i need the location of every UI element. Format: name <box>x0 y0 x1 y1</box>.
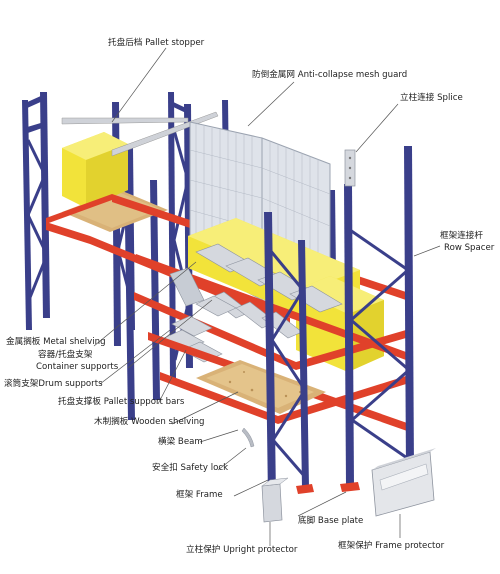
label-base-plate: 底脚 Base plate <box>298 514 363 526</box>
container-supports <box>169 243 343 313</box>
label-container-supports-cn: 容器/托盘支架 <box>38 348 93 360</box>
label-metal-shelving: 金属搁板 Metal shelving <box>6 335 106 347</box>
front-right-frame <box>264 212 309 498</box>
label-drum-supports: 滚筒支架Drum supports <box>4 377 103 389</box>
label-wooden-shelving: 木制搁板 Wooden shelving <box>94 415 205 427</box>
safety-lock-pin <box>241 427 255 448</box>
back-left-frame <box>22 92 50 330</box>
upright-protector-part <box>261 477 289 523</box>
frame-protector-part <box>371 448 436 517</box>
leader-lines <box>93 47 441 546</box>
callout-labels: 托盘后档 Pallet stopper 防倒金属网 Anti-collapse … <box>4 36 495 555</box>
label-pallet-support-bars: 托盘支撑板 Pallet support bars <box>58 395 185 407</box>
label-row-spacer-cn: 框架连接杆 <box>440 229 483 241</box>
label-frame-protector: 框架保护 Frame protector <box>338 539 445 551</box>
label-safety-lock: 安全扣 Safety lock <box>152 461 228 473</box>
label-anti-collapse-mesh-guard: 防倒金属网 Anti-collapse mesh guard <box>252 68 407 80</box>
label-frame: 框架 Frame <box>176 488 223 500</box>
wooden-shelving-lower <box>196 360 326 414</box>
label-splice: 立柱连接 Splice <box>400 91 463 103</box>
far-right-frame <box>344 146 414 486</box>
label-container-supports-en: Container supports <box>36 362 119 372</box>
label-upright-protector: 立柱保护 Upright protector <box>186 543 298 555</box>
splice-plate <box>344 149 356 187</box>
base-plates <box>296 482 360 494</box>
label-beam: 横梁 Beam <box>158 435 203 447</box>
label-pallet-stopper: 托盘后档 Pallet stopper <box>108 36 205 48</box>
label-row-spacer-en: Row Spacer <box>444 243 495 253</box>
